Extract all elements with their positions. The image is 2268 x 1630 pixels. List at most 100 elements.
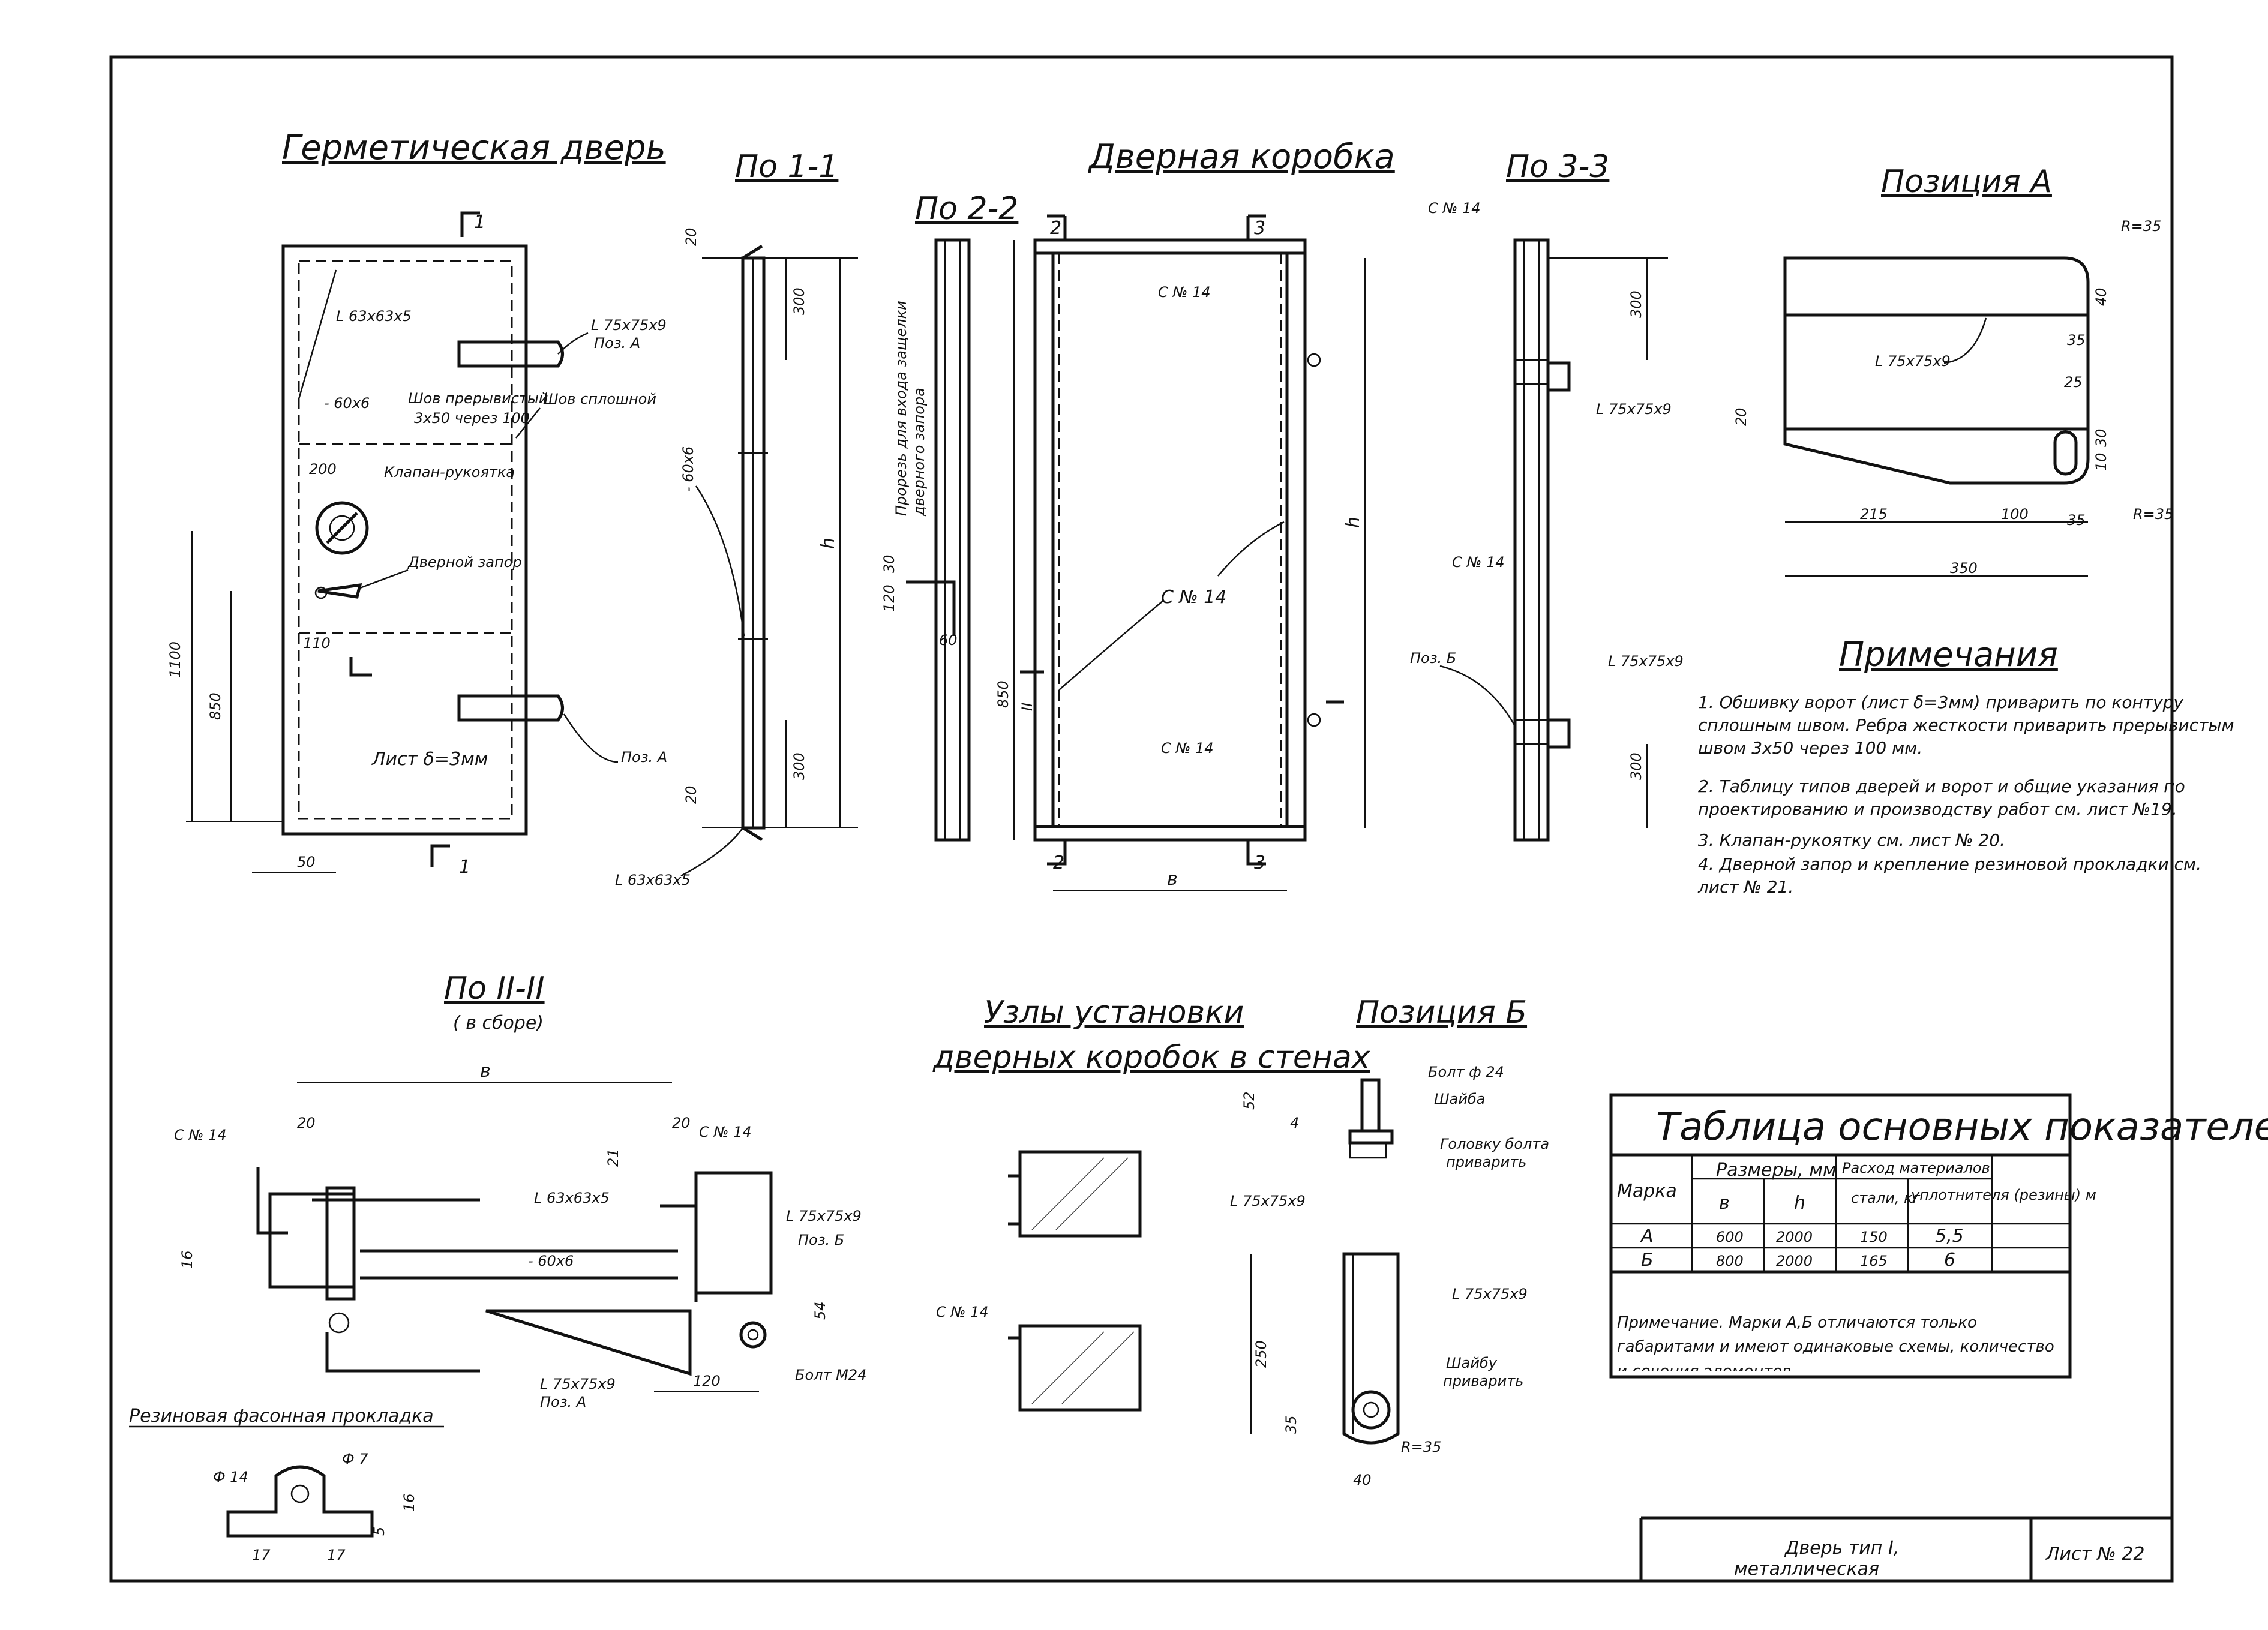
position-b-view: Позиция Б Болт ф 24 Шайба Головку болта …: [1230, 995, 1549, 1488]
drawing-label: II: [1019, 703, 1036, 711]
drawing-label: 215: [1860, 506, 1888, 523]
drawing-label: 17: [327, 1547, 346, 1563]
position-a-view: Позиция А 215 100 35 350 R=35 R=35 35 25…: [1733, 164, 2173, 577]
section-1-1: По 1-1 300 300 h 20 20 - 60x6 L 63x63x5: [615, 149, 858, 888]
door-lock-icon: [317, 583, 362, 599]
drawing-label: - 60x6: [528, 1253, 574, 1269]
title-block: Дверь тип I, металлическая Лист № 22: [1639, 1516, 2172, 1581]
drawing-label: 30: [881, 554, 898, 573]
section-2-2: По 2-2 Прорезь для входа защелки дверног…: [881, 191, 1018, 842]
drawing-label: Поз. А: [621, 749, 667, 766]
drawing-label: R=35: [1401, 1439, 1441, 1455]
drawing-label: 1100: [167, 641, 184, 678]
drawing-label: 20: [672, 1115, 691, 1131]
drawing-label: 850: [207, 692, 224, 720]
drawing-label: Узлы установки: [984, 995, 1244, 1031]
valve-handle-icon: [315, 501, 369, 555]
drawing-label: С № 14: [1452, 554, 1505, 571]
drawing-label: 54: [812, 1301, 829, 1320]
drawing-label: Марка: [1617, 1181, 1677, 1202]
drawing-label: 1: [474, 212, 485, 233]
rubber-gasket: Резиновая фасонная прокладка Ф 14 Ф 7 16…: [129, 1406, 444, 1563]
drawing-label: дверного запора: [911, 388, 928, 517]
drawing-label: Размеры, мм: [1716, 1160, 1837, 1181]
drawing-label: Дверная коробка: [1087, 137, 1395, 176]
drawing-label: 25: [2064, 374, 2083, 391]
upper-bracket: [457, 340, 564, 368]
section-3-3: По 3-3 С № 14 С № 14 L 75x75x9 L 75x75x9…: [1410, 149, 1684, 842]
wall-install-nodes: Узлы установки дверных коробок в стенах …: [932, 995, 1371, 1412]
drawing-label: L 75x75x9: [1608, 653, 1684, 670]
drawing-label: По 1-1: [735, 149, 838, 185]
drawing-label: в: [1167, 869, 1178, 890]
drawing-label: 3: [1254, 852, 1265, 873]
drawing-label: 1: [459, 857, 470, 878]
lower-bracket: [457, 694, 564, 722]
door-outline: [281, 244, 528, 836]
drawing-label: С № 14: [699, 1124, 752, 1140]
drawing-label: Шайбу: [1446, 1355, 1498, 1371]
drawing-label: 150: [1860, 1229, 1888, 1245]
drawing-label: 17: [252, 1547, 271, 1563]
drawing-label: R=35: [2121, 218, 2161, 235]
drawing-label: 2: [1053, 852, 1064, 873]
drawing-label: 600: [1716, 1229, 1744, 1245]
drawing-label: дверных коробок в стенах: [932, 1040, 1371, 1076]
drawing-label: 120: [693, 1373, 721, 1389]
drawing-label: L 75x75x9: [540, 1376, 616, 1392]
drawing-label: в: [480, 1061, 491, 1082]
drawing-label: 110: [303, 635, 331, 652]
drawing-label: 52: [1241, 1091, 1258, 1110]
drawing-label: 40: [1353, 1472, 1372, 1488]
drawing-label: 2000: [1776, 1253, 1813, 1269]
drawing-label: 21: [605, 1148, 622, 1167]
drawing-label: Резиновая фасонная прокладка: [129, 1406, 434, 1427]
drawing-label: 5: [371, 1527, 388, 1536]
note-item: 4. Дверной запор и крепление резиновой п…: [1697, 854, 2201, 897]
sheet-number: Лист № 22: [2045, 1544, 2144, 1565]
door-inner-frame: [298, 260, 513, 820]
drawing-label: 60: [939, 632, 958, 649]
bolt-icon: [739, 1321, 767, 1349]
drawing-label: Поз. А: [594, 335, 640, 352]
drawing-label: 800: [1716, 1253, 1744, 1269]
drawing-label: Дверной запор: [407, 554, 522, 571]
drawing-label: С № 14: [174, 1127, 227, 1143]
drawing-label: Поз. Б: [1410, 650, 1456, 667]
drawing-label: 5,5: [1935, 1226, 1964, 1247]
drawing-label: L 75x75x9: [1596, 401, 1672, 418]
drawing-label: Расход материалов: [1842, 1160, 1990, 1176]
drawing-label: Позиция А: [1881, 164, 2052, 200]
table-title: Таблица основных показателей: [1656, 1105, 2268, 1149]
drawing-label: Шов сплошной: [543, 391, 656, 407]
drawing-label: Клапан-рукоятка: [384, 464, 515, 481]
drawing-label: 165: [1860, 1253, 1888, 1269]
drawing-label: 300: [1628, 290, 1645, 318]
note-item: 3. Клапан-рукоятку см. лист № 20.: [1698, 830, 2005, 850]
sheet-frame: [109, 55, 2174, 1583]
drawing-label: 50: [297, 854, 316, 870]
drawing-label: Поз. Б: [798, 1232, 844, 1248]
drawing-label: 30: [2093, 428, 2110, 447]
drawing-label: С № 14: [1158, 284, 1211, 301]
drawing-label: L 63x63x5: [336, 308, 412, 325]
drawing-label: стали, кг: [1851, 1190, 1921, 1206]
drawing-label: L 75x75x9: [1230, 1193, 1306, 1209]
drawing-label: 350: [1950, 560, 1978, 577]
drawing-subtitle: металлическая: [1734, 1559, 1879, 1580]
drawing-label: 2: [1050, 218, 1061, 239]
drawing-label: h: [1343, 517, 1364, 528]
drawing-label: L 75x75x9: [1875, 353, 1951, 370]
drawing-label: 300: [1628, 752, 1645, 780]
drawing-label: Болт ф 24: [1428, 1064, 1504, 1080]
notes-title: Примечания: [1839, 635, 2058, 674]
table-note: Примечание. Марки А,Б отличаются только …: [1617, 1314, 2054, 1371]
drawing-label: L 63x63x5: [615, 872, 691, 888]
drawing-label: 35: [2067, 512, 2086, 529]
section-ii-ii: По II-II ( в сборе) в С № 14 С № 14 L 63…: [174, 971, 866, 1410]
drawing-label: 4: [1290, 1115, 1299, 1131]
drawing-label: 2000: [1776, 1229, 1813, 1245]
drawing-label: 35: [2067, 332, 2086, 349]
notes-block: Примечания 1. Обшивку ворот (лист δ=3мм)…: [1697, 635, 2234, 897]
